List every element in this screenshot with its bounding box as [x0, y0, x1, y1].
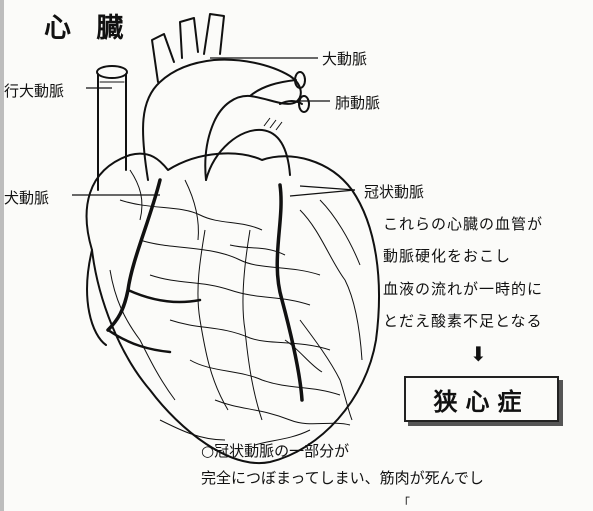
note-line-4: とだえ酸素不足となる — [383, 312, 543, 330]
footnote-line-1: ○冠状動脈の一部分が — [201, 442, 350, 460]
label-pulmonary-artery: 肺動脈 — [335, 94, 381, 112]
page-edge-shadow — [0, 0, 4, 511]
note-line-3: 血液の流れが一時的に — [383, 280, 544, 298]
label-descending-aorta: 行大動脈 — [4, 82, 65, 100]
result-box-angina: 狭心症 — [404, 376, 559, 422]
footnote-line-2: 完全につぼまってしまい、筋肉が死んでし — [201, 469, 484, 487]
label-coronary-artery: 冠状動脈 — [364, 183, 425, 201]
footnote-mark: 「 — [398, 496, 411, 510]
label-left-artery: 犬動脈 — [4, 189, 50, 207]
down-arrow-icon: ⬇ — [470, 342, 487, 366]
note-line-1: これらの心臓の血管が — [383, 215, 544, 233]
note-line-2: 動脈硬化をおこし — [383, 247, 512, 265]
label-aorta: 大動脈 — [322, 50, 368, 68]
diagram-title: 心 臓 — [44, 13, 132, 44]
